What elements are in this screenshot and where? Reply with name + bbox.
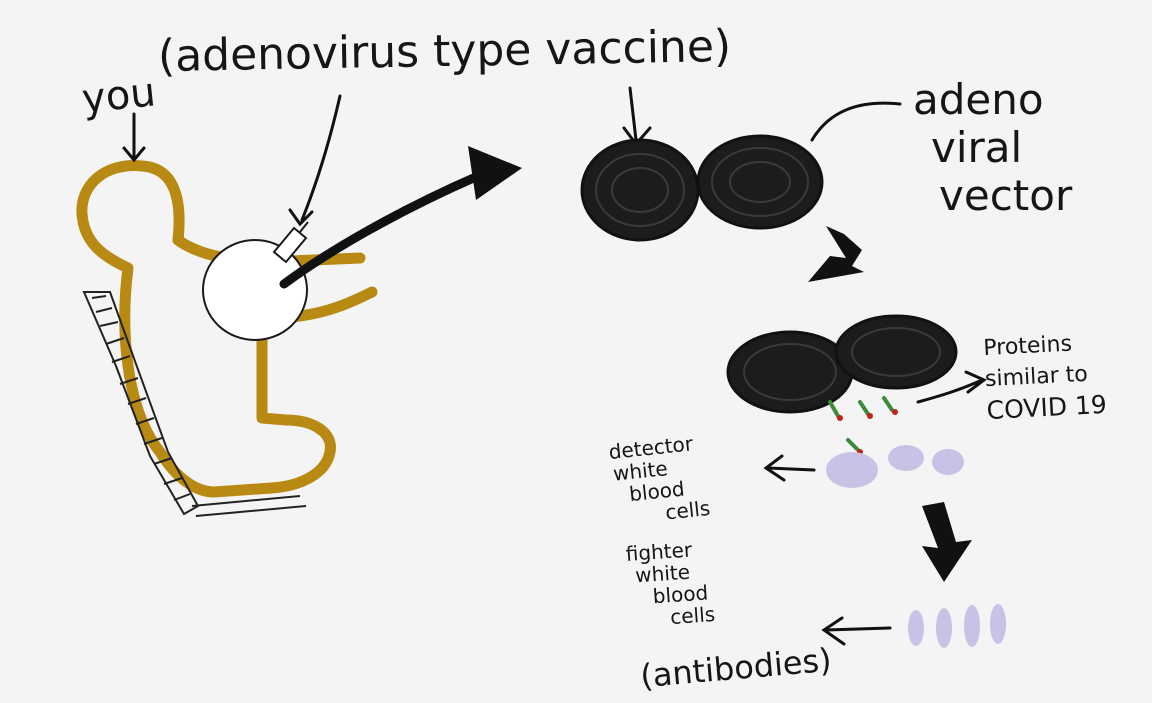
vector-pointer-down	[622, 86, 652, 147]
chair	[82, 291, 307, 517]
label-you: you	[79, 69, 158, 123]
label-proteins: Proteins similar to COVID 19	[983, 327, 1108, 426]
label-vector-line-3: vector	[939, 171, 1073, 220]
fighter-cells	[908, 604, 1006, 648]
protein-pointer	[916, 370, 987, 404]
label-fighter-line-4: cells	[669, 601, 716, 630]
person-head	[76, 160, 336, 498]
label-vector-line-2: viral	[931, 123, 1023, 172]
label-adenoviral-vector: adeno viral vector	[905, 76, 1072, 220]
label-vector-line-1: adeno	[913, 75, 1044, 124]
adenoviral-vector-top	[580, 134, 824, 242]
detector-cells	[826, 445, 964, 488]
vector-label-pointer	[810, 101, 902, 142]
label-detector-line-4: cells	[664, 495, 712, 525]
label-detector-cells: detector white blood cells	[608, 431, 712, 528]
fighter-pointer	[821, 616, 892, 646]
injection-arrow	[279, 146, 522, 289]
detector-pointer	[763, 454, 816, 482]
down-arrow-2	[922, 502, 972, 582]
shoulder	[202, 239, 308, 341]
label-vaccine: (adenovirus type vaccine)	[157, 21, 732, 82]
protein-spikes	[828, 396, 898, 455]
down-arrow-1	[808, 226, 864, 282]
syringe	[272, 221, 309, 264]
label-proteins-line-3: COVID 19	[985, 389, 1108, 426]
you-pointer	[122, 112, 146, 163]
vaccine-pointer	[288, 94, 342, 227]
label-fighter-cells: fighter white blood cells	[625, 537, 716, 631]
adenoviral-vector-bottom	[726, 314, 958, 414]
